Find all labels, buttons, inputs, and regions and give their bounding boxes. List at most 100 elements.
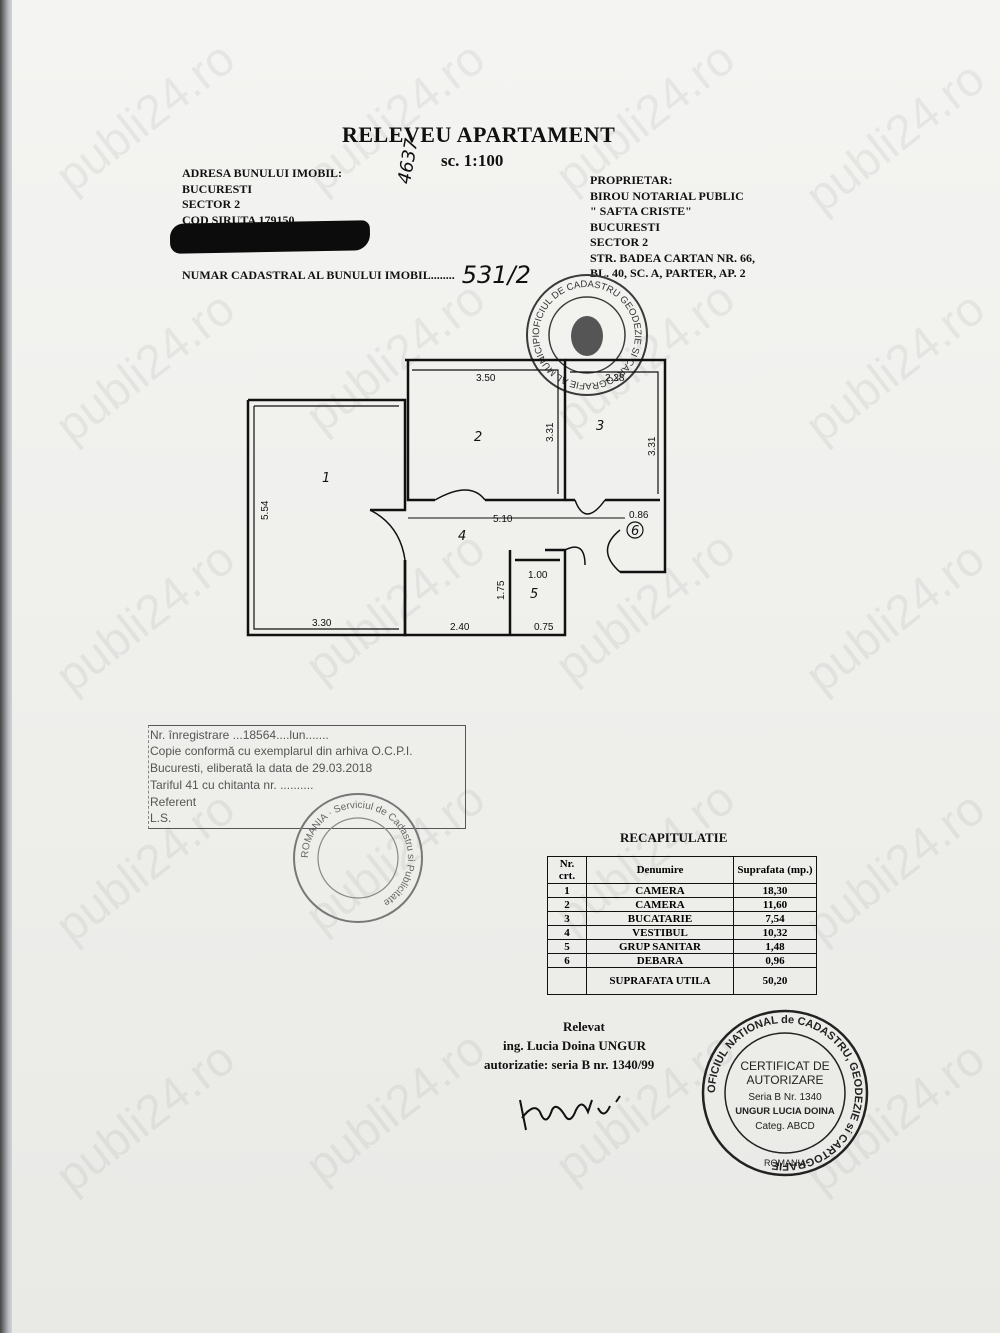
- room-2-walls: [405, 358, 567, 502]
- room-label: 1: [322, 471, 330, 486]
- floor-plan: 1 2 3 4 5 6 3.50 2.28 3.31 3.31 5.54 5.1…: [246, 358, 667, 637]
- dimension-label: 0.75: [534, 622, 554, 633]
- table-cell: 5: [547, 939, 587, 954]
- table-total-row: SUPRAFATA UTILA 50,20: [547, 967, 817, 995]
- stamp-line: Copie conformă cu exemplarul din arhiva …: [150, 744, 413, 758]
- room-label: 6: [631, 524, 639, 539]
- dimension-label: 1.00: [528, 570, 548, 581]
- table-row: 3 BUCATARIE 7,54: [547, 911, 817, 926]
- table-row: 2 CAMERA 11,60: [547, 897, 817, 912]
- table-cell: 11,60: [733, 897, 817, 912]
- address-line: SECTOR 2: [182, 197, 241, 211]
- dimension-label: 1.75: [496, 580, 507, 600]
- dimension-label: 5.54: [260, 500, 271, 520]
- vestibule-walls: [403, 548, 567, 637]
- table-cell: DEBARA: [586, 953, 734, 968]
- dimension-label: 3.31: [647, 436, 658, 456]
- certificate-line: Categ. ABCD: [755, 1121, 814, 1132]
- table-cell: CAMERA: [586, 897, 734, 912]
- dimension-label: 3.30: [312, 618, 332, 629]
- table-header: Nr. crt.: [547, 856, 587, 884]
- authorization-certificate-stamp: OFICIUL NATIONAL de CADASTRU, GEODEZIE s…: [701, 1009, 869, 1177]
- table-cell: 4: [547, 925, 587, 940]
- handwritten-signature: [519, 1095, 621, 1131]
- certificate-line: Seria B Nr. 1340: [748, 1092, 822, 1103]
- table-cell: [547, 967, 587, 995]
- certificate-line: CERTIFICAT DE: [740, 1059, 829, 1073]
- table-cell: 10,32: [733, 925, 817, 940]
- address-label: ADRESA BUNULUI IMOBIL:: [182, 166, 343, 180]
- summary-title: RECAPITULATIE: [620, 830, 728, 845]
- owner-line: BIROU NOTARIAL PUBLIC: [590, 188, 744, 203]
- table-cell: 6: [547, 953, 587, 968]
- room-1-inner-walls: [253, 405, 399, 630]
- room-3-inner-walls: [570, 371, 659, 494]
- table-header: Suprafata (mp.): [733, 856, 817, 884]
- dimension-label: 2.40: [450, 622, 470, 633]
- summary-table: Nr. crt. Denumire Suprafata (mp.) 1 CAME…: [547, 856, 817, 995]
- document-title: RELEVEU APARTAMENT: [342, 122, 616, 147]
- table-cell: 1: [547, 883, 587, 898]
- surveyed-by-label: Relevat: [563, 1019, 605, 1034]
- cadastral-handwritten: 531/2: [461, 261, 531, 289]
- certificate-line: UNGUR LUCIA DOINA: [735, 1106, 835, 1117]
- table-total-value: 50,20: [733, 967, 817, 995]
- room-label: 2: [474, 430, 482, 445]
- table-row: 1 CAMERA 18,30: [547, 883, 817, 898]
- owner-line: " SAFTA CRISTE": [590, 204, 692, 218]
- table-cell: 0,96: [733, 953, 817, 968]
- table-cell: 1,48: [733, 939, 817, 954]
- room-label: 4: [458, 529, 466, 544]
- stamp-line: Referent: [150, 795, 197, 809]
- room-label: 5: [530, 587, 538, 602]
- ocpi-seal-text: ROMANIA · Serviciul de Cadastru si Publi…: [300, 800, 416, 908]
- door-arc: [564, 546, 586, 566]
- certificate-line: ROMANIA: [764, 1158, 806, 1168]
- table-total-label: SUPRAFATA UTILA: [586, 967, 734, 995]
- stamp-line: Nr. înregistrare ...18564....lun.......: [150, 728, 329, 742]
- table-row: 5 GRUP SANITAR 1,48: [547, 939, 817, 954]
- dimension-label: 0.86: [629, 510, 649, 521]
- door-arc: [606, 529, 621, 573]
- table-cell: 2: [547, 897, 587, 912]
- table-row: 6 DEBARA 0,96: [547, 953, 817, 968]
- redaction-mark: [169, 220, 371, 254]
- cadastral-number-row: NUMAR CADASTRAL AL BUNULUI IMOBIL.......…: [182, 257, 531, 289]
- door-arc: [369, 509, 406, 561]
- owner-line: BUCURESTI: [590, 219, 661, 234]
- dimension-label: 3.31: [545, 422, 556, 442]
- door-arc: [574, 499, 606, 515]
- table-header-row: Nr. crt. Denumire Suprafata (mp.): [547, 856, 817, 884]
- pantry-circle: [626, 521, 644, 539]
- stamp-line: L.S.: [150, 811, 172, 825]
- owner-line: BL. 40, SC. A, PARTER, AP. 2: [590, 266, 746, 280]
- table-cell: GRUP SANITAR: [586, 939, 734, 954]
- copy-conformity-stamp: Nr. înregistrare ...18564....lun....... …: [148, 725, 466, 829]
- dimension-label: 2.28: [605, 373, 625, 384]
- binder-edge: [0, 0, 14, 1333]
- surveyor-authorization: autorizatie: seria B nr. 1340/99: [484, 1057, 655, 1072]
- certificate-line: AUTORIZARE: [746, 1073, 823, 1087]
- cadastral-label: NUMAR CADASTRAL AL BUNULUI IMOBIL.......…: [182, 268, 455, 282]
- table-cell: 18,30: [733, 883, 817, 898]
- table-cell: 3: [547, 911, 587, 926]
- table-cell: VESTIBUL: [586, 925, 734, 940]
- scale-label: sc. 1:100: [441, 151, 504, 170]
- table-cell: 7,54: [733, 911, 817, 926]
- address-line: BUCURESTI: [182, 181, 253, 196]
- document-sheet: [12, 0, 1000, 1333]
- ocpi-round-seal: ROMANIA · Serviciul de Cadastru si Publi…: [293, 793, 423, 923]
- room-2-inner-walls: [412, 369, 559, 494]
- room-label: 3: [596, 419, 604, 434]
- dimension-label: 3.50: [476, 373, 496, 384]
- cadastru-seal: OFICIUL DE CADASTRU GEODEZIE SI CARTOGRA…: [524, 272, 648, 396]
- address-block: ADRESA BUNULUI IMOBIL: BUCURESTI SECTOR …: [182, 166, 342, 228]
- table-row: 4 VESTIBUL 10,32: [547, 925, 817, 940]
- svg-text:ROMANIA · Serviciul de Cadastr: ROMANIA · Serviciul de Cadastru si Publi…: [300, 800, 416, 908]
- table-cell: BUCATARIE: [586, 911, 734, 926]
- stamp-line: Tariful 41 cu chitanta nr. ..........: [150, 778, 314, 792]
- stamp-line: Bucuresti, eliberată la data de 29.03.20…: [150, 761, 373, 775]
- surveyor-name: ing. Lucia Doina UNGUR: [503, 1038, 647, 1053]
- room-3-walls: [565, 358, 667, 574]
